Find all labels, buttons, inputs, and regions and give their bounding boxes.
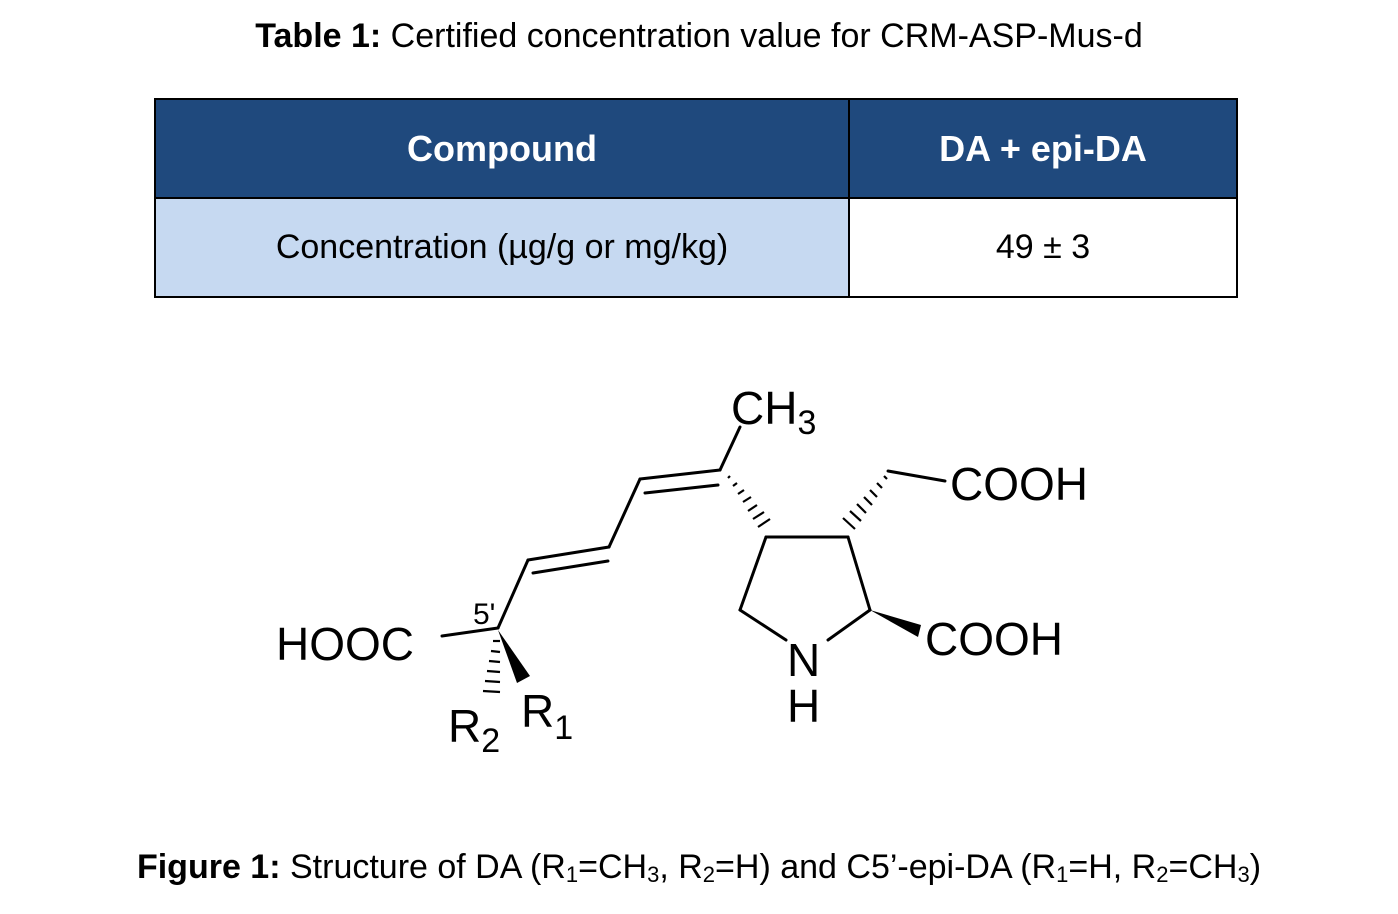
ring-bond-c2-n [826, 608, 872, 642]
cooh-top-label: COOH [950, 458, 1088, 510]
ring-bond-n-c5 [738, 608, 788, 642]
solid-wedge-cooh [870, 610, 921, 637]
hashed-wedge-ring-sidechain [727, 475, 771, 528]
figure-caption-label: Figure 1: [136, 848, 281, 886]
figure-caption-sub: 1 [565, 862, 579, 887]
figure-caption-text: =H, R [1068, 848, 1157, 886]
ring-bond-c5-c4 [738, 535, 768, 612]
r1-label: R1 [521, 685, 573, 747]
bond-c3-c2 [607, 477, 642, 549]
cooh-ring-label: COOH [925, 613, 1063, 665]
ring-bond-c3-c2 [846, 535, 872, 612]
bond-c2-c1 [638, 468, 722, 481]
figure-caption-text: Structure of DA (R [280, 848, 566, 886]
stereocenter-label: 5' [473, 598, 495, 631]
table-caption-text: Certified concentration value for CRM-AS… [381, 17, 1143, 55]
row-label-concentration: Concentration (µg/g or mg/kg) [154, 197, 850, 298]
table-row: Concentration (µg/g or mg/kg) 49 ± 3 [154, 197, 1238, 298]
figure-caption-text: =CH [578, 848, 648, 886]
row-value-concentration: 49 ± 3 [848, 197, 1238, 298]
ch3-label: CH3 [731, 382, 816, 442]
r2-label: R2 [448, 700, 500, 760]
bond-c2-c1-double [643, 483, 720, 495]
table-caption: Table 1: Certified concentration value f… [0, 14, 1398, 58]
bond-c4-c3-double [531, 559, 610, 575]
figure-caption-text: =H) and C5’-epi-DA (R [715, 848, 1057, 886]
table-header-row: Compound DA + epi-DA [154, 98, 1238, 199]
hooc-label: HOOC [276, 618, 414, 670]
table-caption-label: Table 1: [255, 17, 382, 55]
figure-caption: Figure 1: Structure of DA (R1=CH3, R2=H)… [0, 844, 1398, 890]
figure-caption-text: , R [659, 848, 703, 886]
figure-caption-sub: 3 [647, 862, 660, 887]
certified-value-table: Compound DA + epi-DA Concentration (µg/g… [154, 98, 1238, 298]
bond-c5-hooc [440, 626, 500, 638]
figure-caption-text: ) [1249, 848, 1262, 886]
bond-c1-ch3 [718, 425, 742, 472]
hashed-wedge-r2 [482, 639, 501, 694]
figure-caption-sub: 3 [1237, 862, 1250, 887]
bond-ch2-cooh [886, 469, 947, 483]
figure-caption-sub: 1 [1056, 862, 1069, 887]
bond-c4-c3 [526, 545, 611, 562]
hashed-wedge-ring-ch2 [842, 475, 888, 530]
nitrogen-label: N [787, 634, 820, 686]
header-compound: Compound [154, 98, 850, 199]
solid-wedge-r1 [498, 630, 530, 683]
figure-caption-text: =CH [1168, 848, 1238, 886]
nh-hydrogen-label: H [787, 680, 820, 732]
bond-c5-c4 [496, 558, 530, 630]
figure-caption-sub: 2 [702, 862, 716, 887]
figure-caption-sub: 2 [1156, 862, 1169, 887]
header-da-epi-da: DA + epi-DA [848, 98, 1238, 199]
